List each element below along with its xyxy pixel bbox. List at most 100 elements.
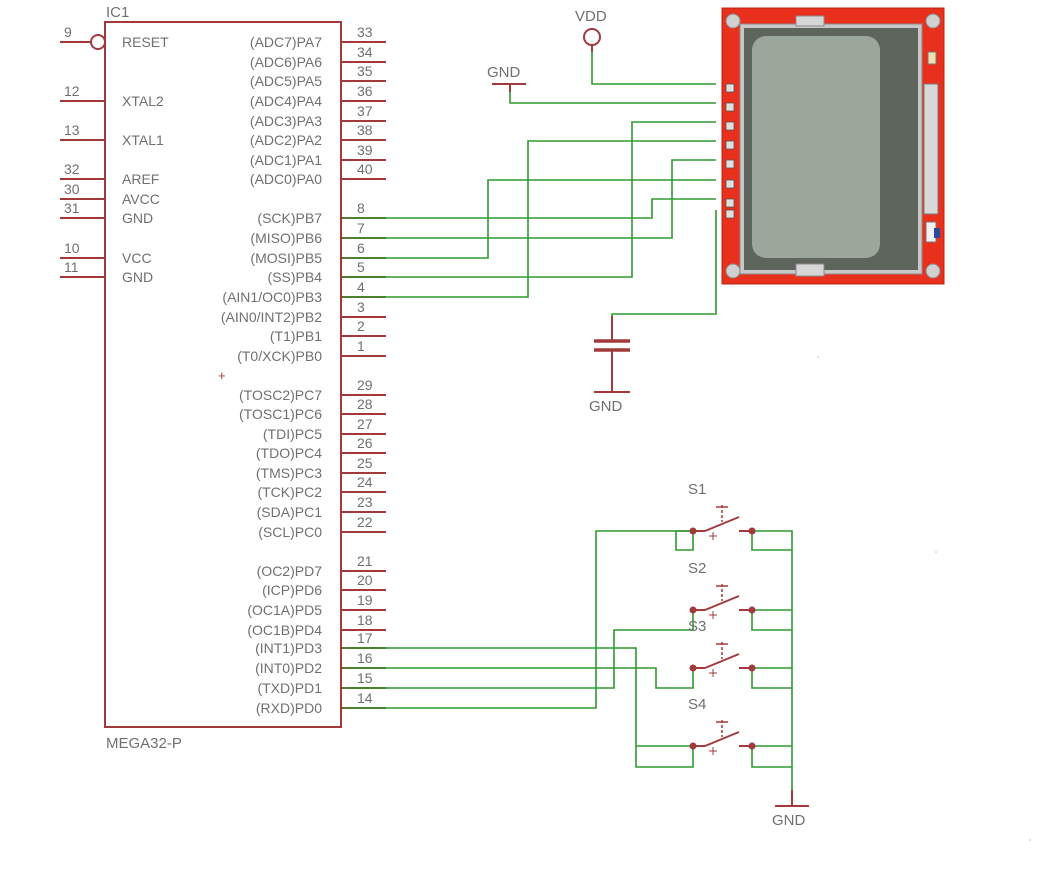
ic-right-pin: 20(ICP)PD6 (262, 572, 386, 598)
wire-pd3 (343, 647, 693, 747)
switch: S2 (688, 560, 756, 619)
pin-label: (MOSI)PB5 (250, 250, 322, 266)
mount-hole-br (925, 263, 941, 279)
pin-number: 18 (357, 612, 373, 628)
lcd-side-connector (923, 83, 939, 215)
gnd-switch-label: GND (772, 812, 806, 829)
pin-number: 2 (357, 318, 365, 334)
pin-label: (ADC6)PA6 (250, 54, 322, 70)
pin-label: (ADC5)PA5 (250, 73, 322, 89)
pin-number: 8 (357, 200, 365, 216)
switch: S4 (688, 696, 756, 755)
switch-terminal (748, 606, 756, 614)
switch-label: S1 (688, 481, 706, 498)
switch: S1 (688, 481, 756, 540)
ic-right-pin: 24(TCK)PC2 (257, 474, 386, 500)
pin-label: GND (122, 269, 153, 285)
capacitor (594, 316, 630, 393)
ic-right-pin: 21(OC2)PD7 (257, 553, 386, 579)
gnd-cap-label: GND (589, 398, 623, 415)
pin-number: 4 (357, 279, 365, 295)
mount-hole-tl (725, 13, 741, 29)
pin-label: (TDO)PC4 (256, 445, 322, 461)
wire-s1-loop (675, 530, 694, 551)
pin-label: (MISO)PB6 (250, 230, 322, 246)
switch-terminal (689, 606, 697, 614)
ic-right-pin: 35(ADC5)PA5 (250, 63, 386, 89)
switch-label: S3 (688, 618, 706, 635)
pin-number: 27 (357, 416, 373, 432)
ic-right-pins: 33(ADC7)PA734(ADC6)PA635(ADC5)PA536(ADC4… (221, 24, 386, 716)
lcd-top-tab (795, 15, 825, 27)
pin-number: 19 (357, 592, 373, 608)
wire-pd2 (343, 667, 694, 689)
pin-number: 12 (64, 83, 80, 99)
vdd-ring (583, 28, 601, 46)
pin-number: 15 (357, 670, 373, 686)
pin-label: (RXD)PD0 (256, 700, 322, 716)
lcd-pin-8 (725, 209, 735, 219)
pin-label: (TXD)PD1 (257, 680, 322, 696)
pin-label: (T1)PB1 (270, 328, 322, 344)
ic-part: MEGA32-P (106, 735, 182, 752)
wire-gnd-bus (752, 530, 793, 805)
lcd-board-edge (721, 7, 945, 285)
wire-pd0 (343, 530, 693, 709)
pin-label: (ADC3)PA3 (250, 113, 322, 129)
pin-label: (ADC2)PA2 (250, 132, 322, 148)
lcd-pin-7 (725, 198, 735, 208)
wire-s4-right-b (751, 746, 792, 768)
pin-number: 37 (357, 103, 373, 119)
switch-contact (704, 595, 740, 611)
pin-number: 16 (357, 650, 373, 666)
ic-right-pin: 40(ADC0)PA0 (250, 161, 386, 187)
lcd-module (721, 7, 945, 285)
ic-right-pin: 2 (T1)PB1 (270, 318, 386, 344)
pin-label: (OC1A)PD5 (247, 602, 322, 618)
wire-s2-right-b (751, 610, 792, 631)
pin-number: 17 (357, 630, 373, 646)
pin-label: (AIN0/INT2)PB2 (221, 309, 322, 325)
pin-number: 40 (357, 161, 373, 177)
ic-right-pin: 18(OC1B)PD4 (247, 612, 386, 638)
gnd-lcd-label: GND (487, 64, 521, 81)
pin-number: 24 (357, 474, 373, 490)
wire-s3-right-b (751, 668, 792, 689)
ic-right-pin: 25(TMS)PC3 (256, 455, 386, 481)
ic-right-pin: 27(TDI)PC5 (263, 416, 386, 442)
pin-number: 26 (357, 435, 373, 451)
switch-terminal (748, 527, 756, 535)
pin-number: 25 (357, 455, 373, 471)
pin-number: 29 (357, 377, 373, 393)
ic-right-pin: 29(TOSC2)PC7 (239, 377, 386, 403)
pin-number: 1 (357, 338, 365, 354)
switch-terminal (689, 664, 697, 672)
ic-right-pin: 28(TOSC1)PC6 (239, 396, 386, 422)
ic-right-pin: 39(ADC1)PA1 (250, 142, 386, 168)
wire-pb6 (343, 159, 716, 239)
lcd-pin-5 (725, 159, 735, 169)
pin-label: (ADC7)PA7 (250, 34, 322, 50)
pin-label: AREF (122, 171, 159, 187)
lcd-pin-3 (725, 121, 735, 131)
pin-number: 3 (357, 299, 365, 315)
pin-number: 13 (64, 122, 80, 138)
pin-number: 36 (357, 83, 373, 99)
wire-s1-right (751, 531, 792, 551)
pin-label: RESET (122, 34, 169, 50)
pin-number: 14 (357, 690, 373, 706)
lcd-screen (752, 36, 880, 258)
pin-label: (SDA)PC1 (257, 504, 323, 520)
pin-number: 33 (357, 24, 373, 40)
ic-right-pin: 37 (ADC3)PA3 (250, 103, 386, 129)
pin-label: (ADC1)PA1 (250, 152, 322, 168)
pin-number: 7 (357, 220, 365, 236)
lcd-bottom-tab (795, 263, 825, 277)
switch-contact (704, 516, 740, 532)
switch-contact (704, 731, 740, 747)
pin-number: 32 (64, 161, 80, 177)
pin-inversion-bubble (90, 34, 106, 50)
